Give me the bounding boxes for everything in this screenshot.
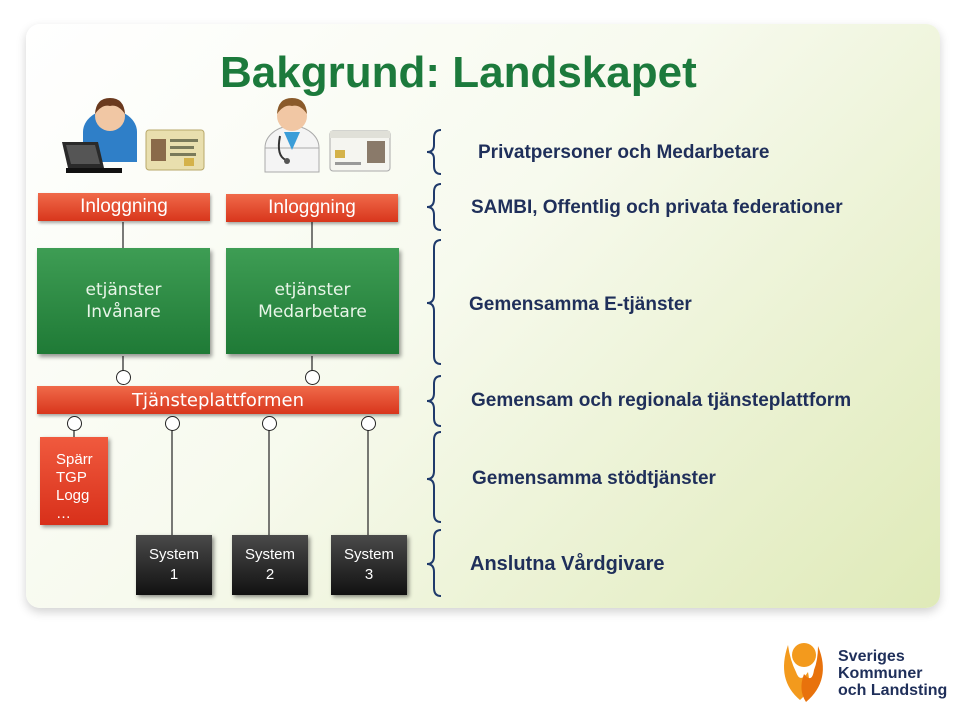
eservice-citizen-box[interactable]: etjänster Invånare [37,248,210,354]
eservice-citizen-line2: Invånare [86,302,161,322]
logo-line1: Sveriges [838,648,905,665]
system-2-line1: System [244,546,295,563]
layer-label-federations: SAMBI, Offentlig och privata federatione… [471,197,843,218]
system-box-2[interactable]: System 2 [232,535,308,595]
connector-circle [67,416,82,431]
support-line-tgp: TGP [56,469,87,486]
eservice-staff-line2: Medarbetare [258,302,367,322]
connector-circle [165,416,180,431]
system-1-line1: System [148,546,199,563]
support-line-logg: Logg [56,487,90,504]
logo-line2: Kommuner [838,665,923,682]
system-2-line2: 2 [265,566,275,583]
login-button-citizen[interactable]: Inloggning [38,193,210,221]
skl-logo-text: Sveriges Kommuner och Landsting [838,648,947,699]
logo-line3: och Landsting [838,682,948,699]
support-line-more: … [56,505,71,522]
support-line-sparr: Spärr [56,451,93,468]
system-1-line2: 1 [169,566,179,583]
support-services-box[interactable]: Spärr TGP Logg … [40,437,108,525]
layer-label-eservices: Gemensamma E-tjänster [469,294,692,315]
connector-circle [116,370,131,385]
system-box-1[interactable]: System 1 [136,535,212,595]
layer-label-providers: Anslutna Vårdgivare [470,553,665,575]
service-platform-bar[interactable]: Tjänsteplattformen [37,386,399,414]
connector-circle [305,370,320,385]
eservice-staff-line1: etjänster [274,280,351,300]
connector-circle [361,416,376,431]
page-title: Bakgrund: Landskapet [220,48,697,97]
connector-circle [262,416,277,431]
system-3-line2: 3 [364,566,374,583]
eservice-citizen-line1: etjänster [85,280,162,300]
layer-label-platform: Gemensam och regionala tjänsteplattform [471,390,852,411]
layer-label-support: Gemensamma stödtjänster [472,468,716,489]
layer-label-users: Privatpersoner och Medarbetare [478,142,770,163]
system-3-line1: System [343,546,394,563]
system-box-3[interactable]: System 3 [331,535,407,595]
eservice-staff-box[interactable]: etjänster Medarbetare [226,248,399,354]
login-button-staff[interactable]: Inloggning [226,194,398,222]
